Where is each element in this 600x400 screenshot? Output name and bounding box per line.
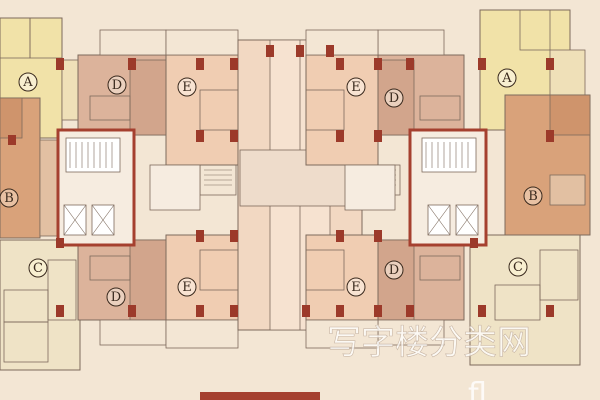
core-left <box>56 128 201 247</box>
label-d-left-top: D <box>107 75 127 95</box>
label-a-left: A <box>18 72 38 92</box>
label-e-left-bottom: E <box>177 277 197 297</box>
unit-e-right-top <box>305 29 379 166</box>
unit-c-right <box>469 234 581 366</box>
unit-b-left <box>0 97 61 239</box>
label-e-right-top: E <box>346 77 366 97</box>
svg-text:A: A <box>22 75 33 90</box>
svg-text:D: D <box>389 91 399 106</box>
svg-text:C: C <box>33 261 43 276</box>
unit-e-left-bottom <box>165 234 239 349</box>
svg-text:E: E <box>182 280 192 295</box>
label-d-right-bottom: D <box>384 260 404 280</box>
label-e-right-bottom: E <box>346 277 366 297</box>
unit-labels: A B C D D E E E <box>0 68 543 307</box>
svg-text:C: C <box>513 260 523 275</box>
label-c-right: C <box>508 257 528 277</box>
label-d-left-bottom: D <box>106 287 126 307</box>
unit-d-right-bottom <box>377 239 465 346</box>
svg-text:B: B <box>528 189 538 204</box>
core-right <box>344 128 488 247</box>
svg-text:D: D <box>111 290 121 305</box>
svg-text:B: B <box>4 191 14 206</box>
label-e-left-top: E <box>177 77 197 97</box>
label-c-left: C <box>28 258 48 278</box>
label-b-right: B <box>523 186 543 206</box>
unit-e-left-top <box>165 29 239 166</box>
structural-columns <box>8 45 554 317</box>
watermark-text: 写字楼分类网 <box>327 323 531 363</box>
svg-text:E: E <box>351 280 361 295</box>
label-b-left: B <box>0 188 19 208</box>
watermark-fragment: fl <box>468 377 487 400</box>
svg-text:D: D <box>112 78 122 93</box>
svg-text:E: E <box>182 80 192 95</box>
svg-text:A: A <box>501 71 512 86</box>
unit-b-right <box>504 94 591 236</box>
label-d-right-top: D <box>384 88 404 108</box>
bottom-bar <box>200 392 320 400</box>
unit-e-right-bottom <box>305 234 379 349</box>
label-a-right: A <box>497 68 517 88</box>
svg-text:D: D <box>389 263 399 278</box>
svg-text:E: E <box>351 80 361 95</box>
